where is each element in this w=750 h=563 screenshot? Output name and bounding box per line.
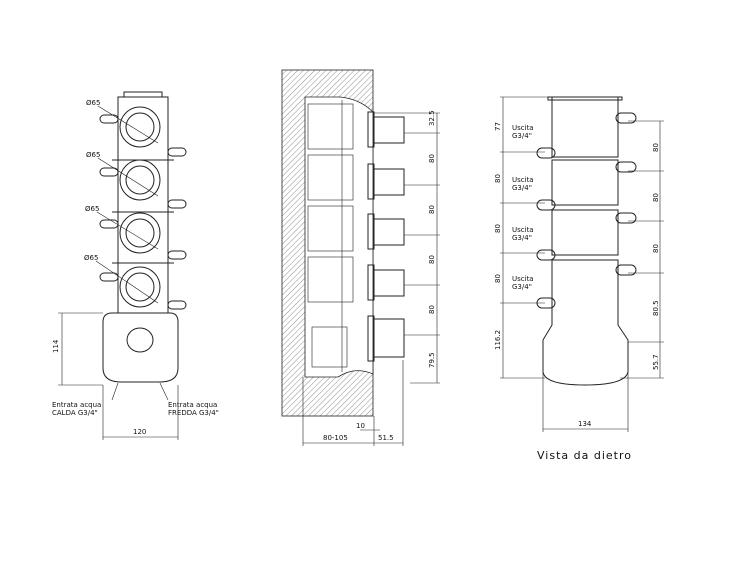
left-dim: 77 <box>494 122 502 131</box>
right-dim: 55.7 <box>652 354 660 370</box>
diameter-label: Ø65 <box>86 99 100 107</box>
outlet-size: G3/4" <box>512 184 532 192</box>
diameter-label: Ø65 <box>85 205 99 213</box>
back-view: 77 80 80 80 116.2 80 80 80 80.5 55.7 Usc… <box>494 96 664 462</box>
projection-dim: 51.5 <box>378 434 394 442</box>
mounting-ears <box>536 112 637 309</box>
left-dim: 80 <box>494 174 502 183</box>
left-dim: 80 <box>494 224 502 233</box>
diameter-label: Ø65 <box>84 254 98 262</box>
diameter-label: Ø65 <box>86 151 100 159</box>
view-title: Vista da dietro <box>537 449 632 462</box>
vertical-dim: 80 <box>428 305 436 314</box>
outlet-label: Uscita <box>512 226 534 234</box>
left-dim: 116.2 <box>494 330 502 350</box>
front-view: Ø65 Ø65 Ø65 Ø65 114 Entrata acqua CALDA … <box>52 91 219 440</box>
outlet-size: G3/4" <box>512 234 532 242</box>
height-dim: 114 <box>52 339 60 353</box>
left-dim: 80 <box>494 274 502 283</box>
vertical-dim: 80 <box>428 205 436 214</box>
valve-modules <box>95 105 187 310</box>
inlet-hot-label: Entrata acqua <box>52 401 101 409</box>
width-dim: 120 <box>133 428 146 436</box>
right-dim: 80 <box>652 244 660 253</box>
inlet-hot-size: CALDA G3/4" <box>52 409 98 417</box>
outlet-label: Uscita <box>512 176 534 184</box>
right-dim: 80 <box>652 143 660 152</box>
offset-dim: 10 <box>356 422 365 430</box>
width-dim: 134 <box>578 420 592 428</box>
outlet-label: Uscita <box>512 275 534 283</box>
vertical-dim: 80 <box>428 255 436 264</box>
outlet-size: G3/4" <box>512 283 532 291</box>
inlet-cold-size: FREDDA G3/4" <box>168 409 219 417</box>
vertical-dim: 32.5 <box>428 110 436 126</box>
inlet-cold-label: Entrata acqua <box>168 401 217 409</box>
outlet-label: Uscita <box>512 124 534 132</box>
right-dim: 80 <box>652 193 660 202</box>
mixer-box <box>102 312 179 383</box>
outlet-size: G3/4" <box>512 132 532 140</box>
knobs <box>367 111 405 362</box>
side-view: 32.5 80 80 80 80 79.5 80-105 10 51.5 <box>281 69 440 446</box>
right-dim: 80.5 <box>652 300 660 316</box>
vertical-dim: 79.5 <box>428 352 436 368</box>
vertical-dim: 80 <box>428 154 436 163</box>
depth-dim: 80-105 <box>323 434 348 442</box>
